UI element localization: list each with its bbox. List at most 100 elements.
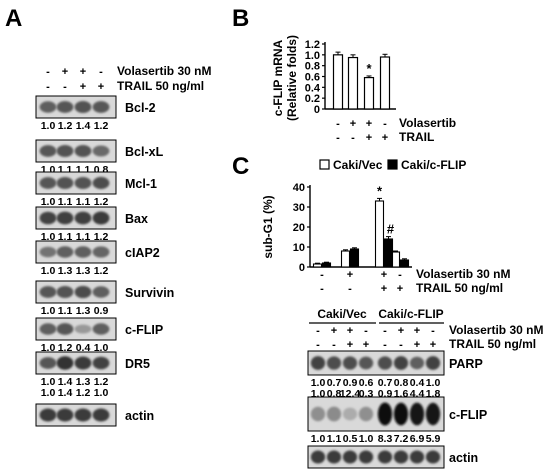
group-label: Caki/c-FLIP (378, 307, 443, 321)
band (409, 356, 425, 370)
y-tick-label: 0 (314, 104, 320, 116)
quant-value: 1.1 (58, 196, 73, 208)
band (56, 408, 74, 422)
protein-label: cIAP2 (125, 246, 160, 260)
blot-dr5 (35, 351, 117, 375)
quant-value: 1.0 (94, 342, 109, 354)
band (56, 323, 74, 335)
significance-marker: * (377, 183, 383, 198)
quant-value: 1.1 (76, 196, 91, 208)
protein-label: PARP (449, 357, 483, 371)
quant-value: 6.9 (410, 433, 425, 445)
y-tick-label: 0.2 (305, 93, 320, 105)
condition-sign: + (80, 66, 86, 78)
condition-sign: + (350, 118, 356, 130)
y-axis-label: sub-G1 (%) (261, 195, 275, 258)
band (310, 406, 326, 422)
quant-value: 1.2 (58, 120, 73, 132)
band (92, 323, 110, 335)
quant-value: 1.0 (41, 305, 56, 317)
band (74, 285, 92, 299)
quant-value: 0.7 (378, 377, 393, 389)
protein-label: c-FLIP (125, 323, 163, 337)
bar (347, 56, 359, 110)
band (425, 356, 441, 370)
condition-sign: + (366, 132, 372, 144)
condition-sign: - (316, 339, 320, 351)
condition-sign: + (381, 269, 387, 281)
bar (340, 250, 351, 268)
quant-value: 1.3 (58, 265, 73, 277)
bar (321, 262, 332, 268)
condition-sign: - (351, 132, 355, 144)
blot-c-flip (35, 317, 117, 341)
band (92, 286, 110, 298)
band (409, 450, 425, 464)
condition-sign: - (398, 269, 402, 281)
bar (332, 54, 344, 110)
condition-label: Volasertib 30 nM (117, 64, 211, 78)
condition-sign: + (382, 132, 388, 144)
band (74, 145, 92, 157)
bar (383, 238, 394, 268)
bar (379, 56, 391, 110)
condition-label: TRAIL (399, 130, 434, 144)
condition-sign: + (62, 66, 68, 78)
protein-label: Mcl-1 (125, 177, 157, 191)
quant-value: 1.0 (41, 120, 56, 132)
y-tick-label: 10 (293, 242, 305, 254)
y-tick-label: 0.4 (305, 82, 321, 94)
condition-sign: + (414, 339, 420, 351)
band (74, 324, 92, 334)
band (74, 246, 92, 258)
panel-b-label: B (232, 5, 249, 32)
legend-swatch (319, 159, 330, 170)
band (39, 323, 57, 335)
bar (363, 76, 375, 110)
bar (312, 263, 323, 268)
band (74, 101, 92, 113)
y-tick-label: 1.2 (305, 39, 320, 51)
bar (399, 259, 410, 268)
band (92, 145, 110, 157)
y-tick-label: 0.8 (305, 61, 320, 73)
band (377, 402, 393, 426)
band (74, 356, 92, 370)
band (326, 450, 342, 464)
quant-value: 1.2 (94, 265, 109, 277)
band (39, 246, 57, 258)
y-tick-label: 40 (293, 182, 305, 194)
condition-sign: + (331, 325, 337, 337)
condition-sign: - (348, 283, 352, 295)
quant-value: 1.1 (58, 305, 73, 317)
blot-bax (35, 206, 117, 230)
condition-sign: + (430, 339, 436, 351)
quant-value: 1.0 (41, 196, 56, 208)
y-tick-label: 0.6 (305, 72, 320, 84)
condition-label: Volasertib 30 nM (416, 267, 510, 281)
blot-bcl-2 (35, 95, 117, 119)
quant-value: 1.1 (327, 433, 342, 445)
blot-survivin (35, 280, 117, 304)
band (56, 246, 74, 258)
blot-actin (307, 445, 445, 469)
band (358, 356, 374, 370)
quant-value: 1.0 (41, 265, 56, 277)
quant-value: 0.7 (327, 377, 342, 389)
band (409, 402, 425, 426)
band (56, 211, 74, 225)
condition-sign: - (383, 325, 387, 337)
quant-value: 5.9 (426, 433, 441, 445)
condition-sign: + (366, 118, 372, 130)
band (310, 450, 326, 464)
quant-value: 0.9 (94, 305, 109, 317)
condition-sign: + (363, 339, 369, 351)
blot-c-flip (307, 396, 445, 432)
bar (349, 248, 360, 268)
protein-label: DR5 (125, 357, 150, 371)
quant-value: 1.2 (76, 387, 91, 399)
y-tick-label: 20 (293, 222, 305, 234)
